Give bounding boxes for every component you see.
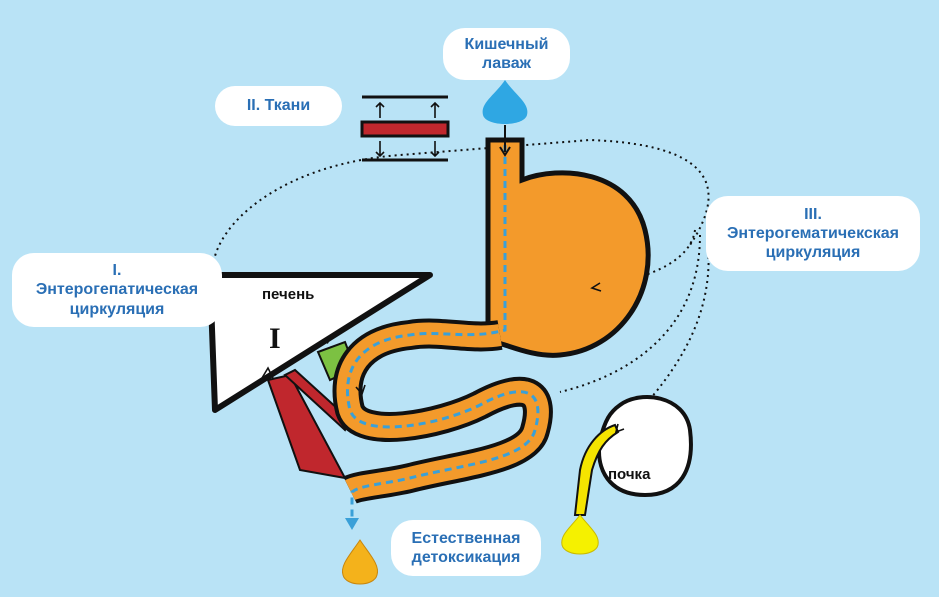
arrow-intestine-icon [355,384,366,396]
urine-drop-icon [561,514,599,555]
lavage-label: Кишечный лаваж [443,28,570,80]
lavage-label-line-1: Кишечный [464,35,549,53]
enterohepatic-label-line-1: I. [112,262,122,280]
enterohematic-label: III. Энтерогематичекская циркуляция [706,196,920,271]
tissue-label-text: II. Ткани [246,97,311,115]
enterohematic-label-line-1: III. [804,205,822,223]
kidney-label: почка [608,466,651,483]
arrow-kidney-icon [614,423,625,434]
arrow-liver-icon [261,366,274,379]
enterohepatic-label-line-2: Энтерогепатическая [35,281,199,299]
liver [207,272,433,413]
duct-flow-line [346,145,540,520]
entero3-path-kidney [621,244,710,431]
detox-drop-icon [341,539,379,585]
enterohepatic-label: I. Энтерогепатическая циркуляция [12,253,222,327]
detox-label-line-1: Естественная [411,529,521,547]
enterohematic-label-line-3: циркуляция [765,244,861,262]
enterohematic-label-line-2: Энтерогематичекская [727,224,899,242]
ureter [573,423,620,516]
tissue-label: II. Ткани [215,86,342,126]
lavage-label-line-2: лаваж [482,55,531,72]
entero3-path-stomach [594,229,696,288]
detox-label: Естественная детоксикация [391,520,541,576]
lavage-drop-icon [482,80,528,124]
roman-one-label: I [269,322,281,355]
duct-arrow-icon [345,518,359,530]
enterohepatic-label-line-3: циркуляция [69,300,165,318]
lavage-arrow-icon [499,125,511,157]
tissue-icon [360,95,450,162]
liver-label: печень [262,286,315,303]
stomach [485,137,651,358]
detox-label-line-2: детоксикация [411,549,521,566]
arrow-stomach-icon [590,282,602,292]
